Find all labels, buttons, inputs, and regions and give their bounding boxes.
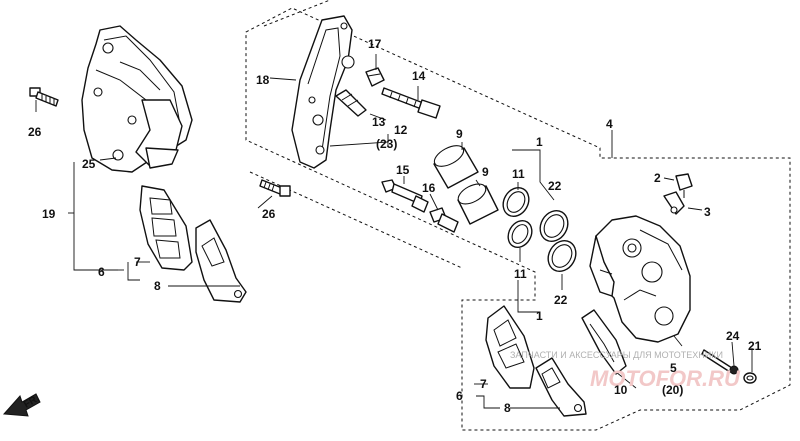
pad-spring-10 — [581, 309, 627, 375]
caliper-bracket-left — [81, 25, 193, 173]
callout-labels: 26 25 19 6 7 8 18 17 14 13 12 (23) 9 9 1… — [28, 37, 762, 415]
seal-22-lower — [547, 239, 577, 273]
callout-19: 19 — [42, 207, 56, 221]
caliper-body — [589, 215, 691, 343]
pin-bolt-14 — [381, 87, 441, 119]
callout-1-upper: 1 — [536, 135, 543, 149]
callout-24: 24 — [726, 329, 740, 343]
callout-8-left: 8 — [154, 279, 161, 293]
callout-26-mid: 26 — [262, 207, 276, 221]
slide-pin-16 — [429, 207, 459, 233]
bleeder-cap-3 — [663, 191, 685, 215]
brake-pad-lower-8 — [535, 357, 587, 417]
front-direction-arrow: FR. — [2, 393, 42, 417]
bolt-26-left — [29, 87, 59, 107]
callout-11-lower: 11 — [514, 267, 527, 281]
plug-21 — [743, 372, 757, 384]
seal-22-upper — [539, 209, 569, 243]
bolt-26-mid — [259, 179, 291, 197]
watermark-text: ЗАПЧАСТИ И АКСЕССУАРЫ ДЛЯ МОТОТЕХНИКИ — [510, 350, 723, 360]
seal-11-upper — [502, 186, 530, 218]
watermark: ЗАПЧАСТИ И АКСЕССУАРЫ ДЛЯ МОТОТЕХНИКИ MO… — [510, 350, 741, 391]
caliper-bracket-18 — [291, 15, 355, 169]
fr-label: FR. — [22, 393, 42, 411]
callout-5: 5 — [670, 361, 677, 375]
callout-12: 12 — [394, 123, 408, 137]
callout-7-left: 7 — [134, 255, 141, 269]
callout-21: 21 — [748, 339, 762, 353]
callout-26-left: 26 — [28, 125, 42, 139]
callout-20: (20) — [662, 383, 683, 397]
callout-14: 14 — [412, 69, 426, 83]
seal-11-lower — [507, 219, 533, 249]
callout-9-lower: 9 — [482, 165, 489, 179]
brake-pad-lower-7 — [485, 305, 535, 389]
callout-25: 25 — [82, 157, 96, 171]
retainer-clip-13 — [335, 89, 367, 117]
slide-pin-15 — [381, 179, 429, 213]
boot-17 — [365, 67, 385, 87]
callout-23: (23) — [376, 137, 397, 151]
callout-15: 15 — [396, 163, 410, 177]
callout-17: 17 — [368, 37, 382, 51]
piston-9-upper — [433, 145, 479, 189]
callout-2: 2 — [654, 171, 661, 185]
callout-22-upper: 22 — [548, 179, 562, 193]
callout-8-lower: 8 — [504, 401, 511, 415]
callout-1-lower: 1 — [536, 309, 543, 323]
callout-4: 4 — [606, 117, 613, 131]
watermark-logo: MOTOFOR.RU — [590, 366, 741, 391]
callout-10: 10 — [614, 383, 628, 397]
leader-lines — [35, 54, 753, 409]
brake-pad-left-7 — [139, 185, 193, 271]
callout-13: 13 — [372, 115, 386, 129]
callout-11-upper: 11 — [512, 167, 525, 181]
callout-16: 16 — [422, 181, 436, 195]
bleeder-valve-2 — [675, 173, 693, 198]
group-outline-bracket — [263, 0, 331, 27]
piston-9-lower — [457, 183, 499, 225]
callout-22-lower: 22 — [554, 293, 568, 307]
brake-pad-left-8 — [195, 219, 247, 303]
callout-6-left: 6 — [98, 265, 105, 279]
callout-7-lower: 7 — [480, 377, 487, 391]
callout-6-lower: 6 — [456, 389, 463, 403]
callout-3: 3 — [704, 205, 711, 219]
callout-18: 18 — [256, 73, 270, 87]
callout-9-upper: 9 — [456, 127, 463, 141]
